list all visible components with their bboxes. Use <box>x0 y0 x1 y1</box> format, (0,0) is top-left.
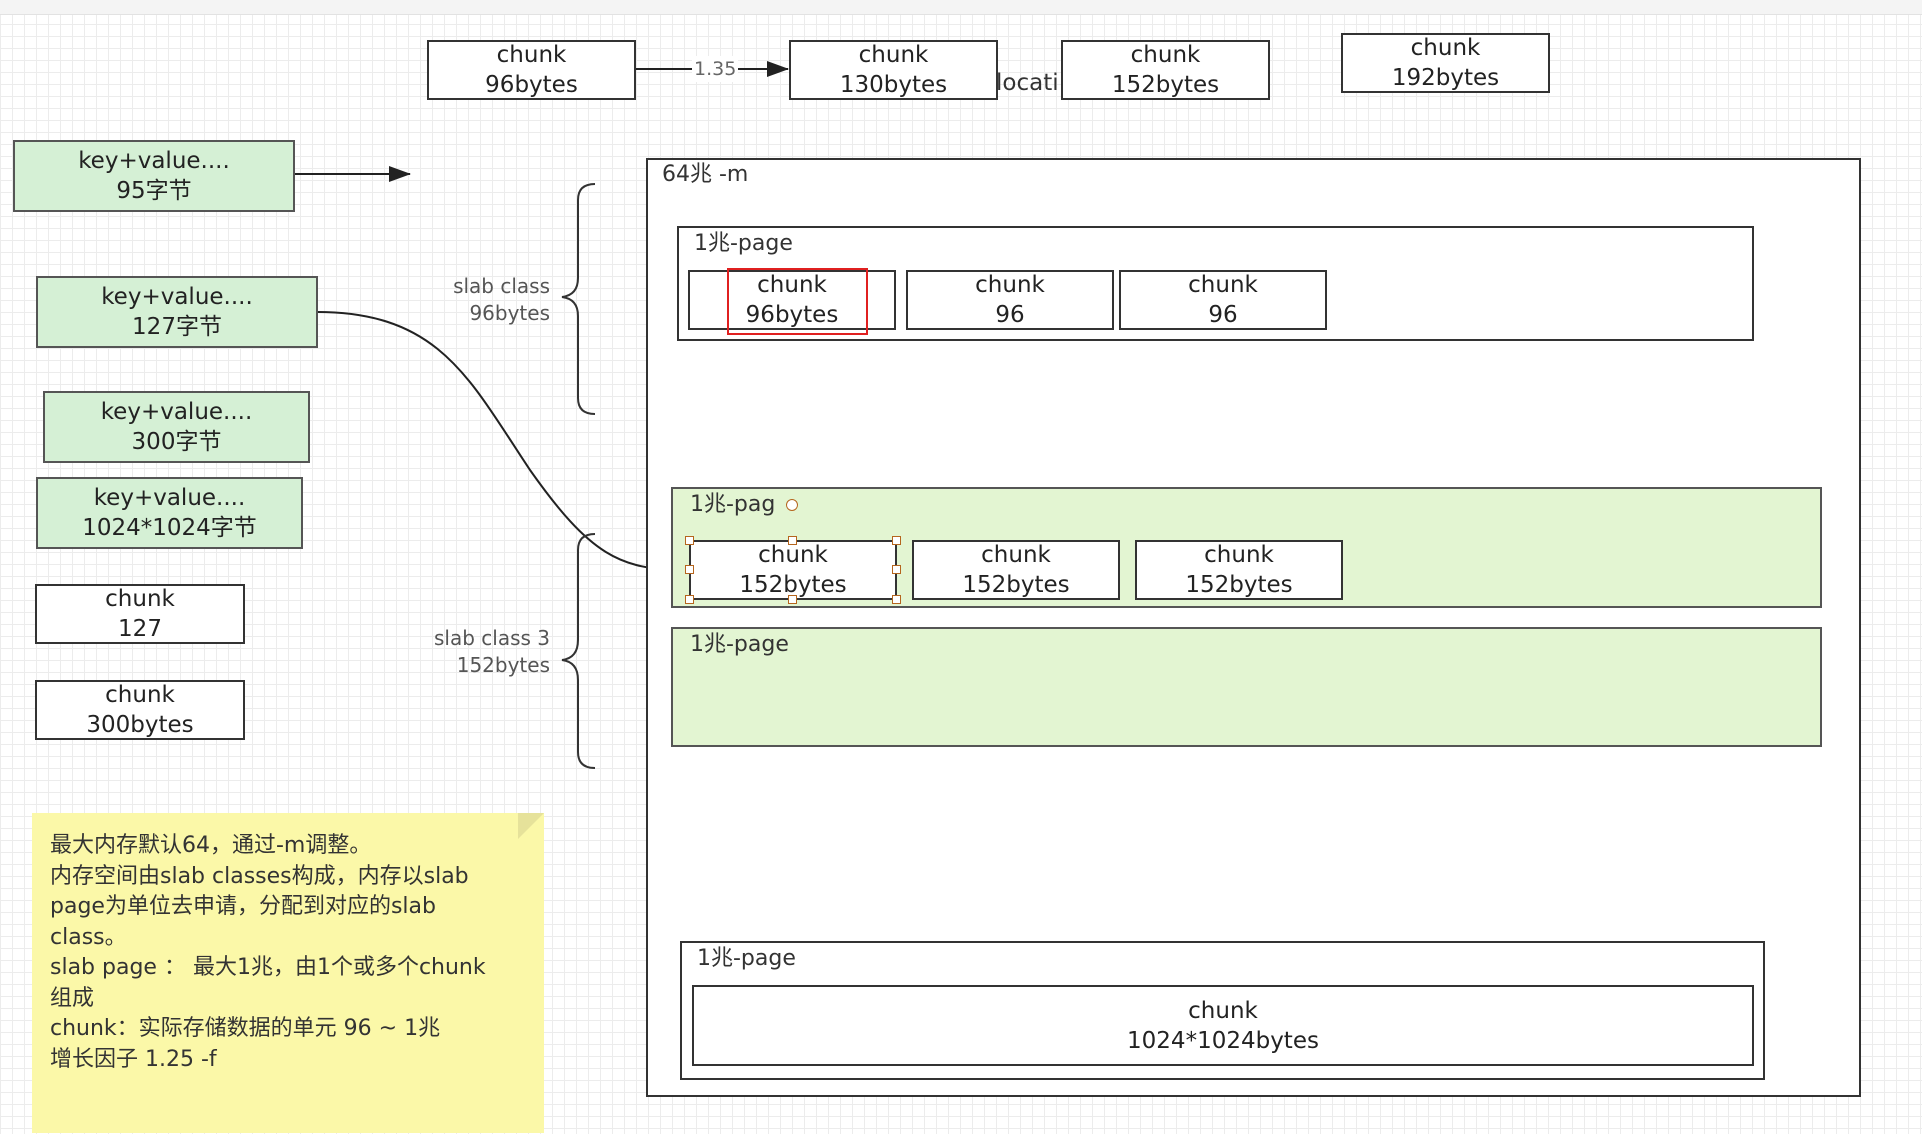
kv-size: 95字节 <box>116 178 192 204</box>
chunk-size: 300bytes <box>86 712 194 738</box>
chunk-label: chunk <box>758 542 828 568</box>
kv-size: 1024*1024字节 <box>82 515 257 541</box>
page2-chunk-1[interactable]: chunk 152bytes <box>689 540 897 600</box>
kv-item-95[interactable]: key+value.... 95字节 <box>13 140 295 212</box>
page-label: 1兆-pag <box>690 492 776 517</box>
loose-chunk-300[interactable]: chunk 300bytes <box>35 680 245 740</box>
chunk-label: chunk <box>975 272 1045 298</box>
selection-highlight <box>727 268 868 335</box>
chunk-size: 152bytes <box>1111 72 1220 98</box>
kv-size: 300字节 <box>131 429 222 455</box>
resize-handle[interactable] <box>892 565 901 574</box>
kv-label: key+value.... <box>93 485 246 511</box>
slab-class-name: slab class 3 <box>433 626 550 650</box>
slab-page-3[interactable] <box>671 627 1822 747</box>
top-chunk-192[interactable]: chunk 192bytes <box>1341 33 1550 93</box>
chunk-label: chunk <box>1130 42 1201 68</box>
resize-handle[interactable] <box>685 536 694 545</box>
page2-chunk-2[interactable]: chunk 152bytes <box>912 540 1120 600</box>
chunk-size: 1024*1024bytes <box>1127 1027 1319 1054</box>
chunk-label: chunk <box>1204 542 1274 568</box>
loose-chunk-127[interactable]: chunk 127 <box>35 584 245 644</box>
kv-label: key+value.... <box>101 284 253 310</box>
resize-handle[interactable] <box>892 536 901 545</box>
note-line: 组成 <box>50 985 95 1011</box>
chunk-size: 152bytes <box>739 572 847 598</box>
note-line: 内存空间由slab classes构成，内存以slab <box>50 863 469 889</box>
sticky-note[interactable]: 最大内存默认64，通过-m调整。 内存空间由slab classes构成，内存以… <box>32 813 544 1133</box>
kv-item-127[interactable]: key+value.... 127字节 <box>36 276 318 348</box>
slab-class-1-brace <box>561 183 596 415</box>
chunk-size: 96bytes <box>745 302 839 328</box>
page4-chunk-1m[interactable]: chunk 1024*1024bytes <box>692 985 1754 1066</box>
slab-class-1-label: slab class 96bytes <box>430 273 550 327</box>
page1-chunk-2[interactable]: chunk 96 <box>906 270 1114 330</box>
slab-class-3-brace <box>561 533 596 769</box>
chunk-label: chunk <box>105 682 175 708</box>
chunk-label: chunk <box>1410 35 1481 61</box>
kv-item-1m[interactable]: key+value.... 1024*1024字节 <box>36 477 303 549</box>
resize-handle[interactable] <box>685 595 694 604</box>
kv127-curve-arrow <box>316 311 686 578</box>
chunk-size: 96bytes <box>485 72 578 98</box>
note-line: slab page ： 最大1兆，由1个或多个chunk <box>50 955 486 980</box>
top-chunk-152[interactable]: chunk 152bytes <box>1061 40 1270 100</box>
chunk-size: 152bytes <box>962 572 1070 598</box>
page1-chunk-1[interactable]: chunk 96bytes <box>688 270 896 330</box>
resize-handle[interactable] <box>788 595 797 604</box>
note-line: 最大内存默认64，通过-m调整。 <box>50 833 372 858</box>
page-label: 1兆-page <box>697 946 796 971</box>
resize-handle[interactable] <box>892 595 901 604</box>
note-line: class。 <box>50 924 127 950</box>
chunk-label: chunk <box>105 586 175 612</box>
note-line: 增长因子 1.25 -f <box>50 1046 217 1072</box>
note-line: page为单位去申请，分配到对应的slab <box>50 894 436 919</box>
page-label: 1兆-page <box>694 231 793 256</box>
page1-chunk-3[interactable]: chunk 96 <box>1119 270 1327 330</box>
page2-chunk-3[interactable]: chunk 152bytes <box>1135 540 1343 600</box>
top-chunk-130[interactable]: chunk 130bytes <box>789 40 998 100</box>
kv-item-300[interactable]: key+value.... 300字节 <box>43 391 310 463</box>
chunk-size: 96 <box>1208 302 1238 328</box>
chunk-size: 152bytes <box>1185 572 1293 598</box>
page-label: 1兆-page <box>690 632 789 657</box>
resize-handle[interactable] <box>788 536 797 545</box>
chunk-label: chunk <box>1188 272 1258 298</box>
slab-class-size: 152bytes <box>456 653 550 677</box>
chunk-size: 127 <box>118 616 162 642</box>
chunk-size: 130bytes <box>839 72 948 98</box>
kv-size: 127字节 <box>132 314 222 340</box>
resize-handle[interactable] <box>685 565 694 574</box>
chunk-label: chunk <box>1188 997 1258 1024</box>
note-line: chunk：实际存储数据的单元 96 ~ 1兆 <box>50 1016 441 1041</box>
kv-label: key+value.... <box>100 399 253 425</box>
memory-label: 64兆 -m <box>662 162 749 187</box>
slab-class-3-label: slab class 3 152bytes <box>410 625 550 679</box>
slab-class-name: slab class <box>453 274 550 298</box>
top-band <box>0 0 1922 15</box>
kv-label: key+value.... <box>78 148 230 174</box>
chunk-label: chunk <box>496 42 567 68</box>
top-chunk-96[interactable]: chunk 96bytes <box>427 40 636 100</box>
chunk-label: chunk <box>757 272 827 298</box>
slab-class-size: 96bytes <box>469 301 550 325</box>
chunk-size: 96 <box>995 302 1025 328</box>
chunk-label: chunk <box>858 42 929 68</box>
chunk-label: chunk <box>981 542 1051 568</box>
growth-factor-label: 1.35 <box>692 56 739 82</box>
rotate-handle[interactable] <box>786 499 798 511</box>
note-fold <box>518 813 544 839</box>
partial-hidden-text: locati <box>996 70 1059 96</box>
chunk-size: 192bytes <box>1391 65 1500 91</box>
